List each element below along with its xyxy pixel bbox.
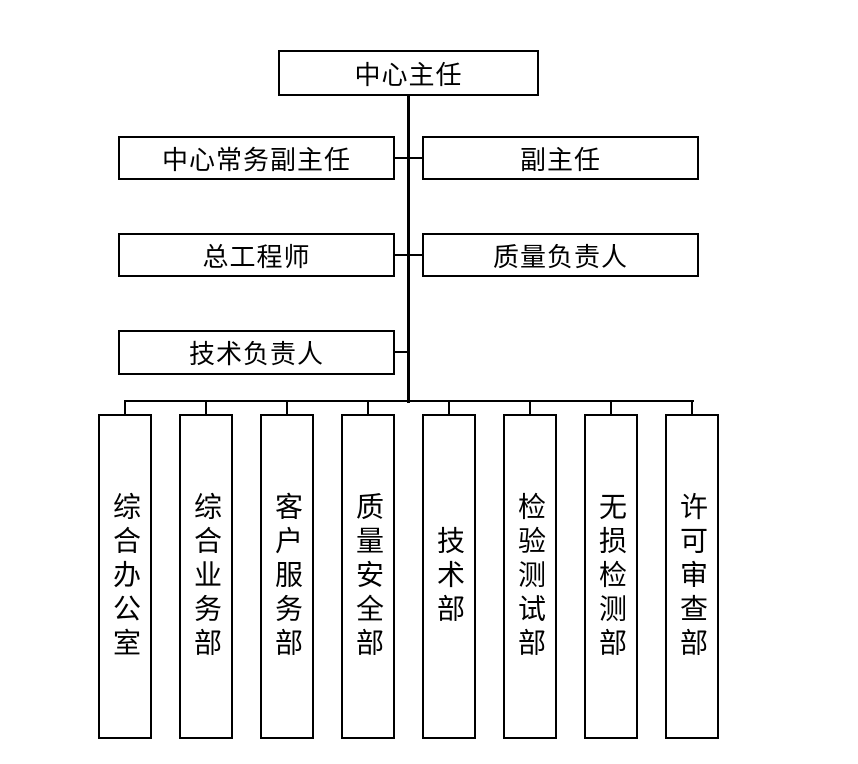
node-label: 中心主任 [354, 60, 463, 91]
connector-deputy-left-3 [394, 351, 408, 353]
dept-nondestructive-testing: 无损检测部 [584, 414, 638, 739]
dept-label: 技术部 [433, 525, 466, 628]
dept-general-office: 综合办公室 [98, 414, 152, 739]
node-center-director: 中心主任 [278, 50, 539, 96]
node-label: 技术负责人 [188, 340, 324, 370]
drop-line-2 [205, 400, 207, 416]
node-quality-manager: 质量负责人 [422, 233, 699, 277]
dept-inspection-testing: 检验测试部 [503, 414, 557, 739]
dept-quality-safety: 质量安全部 [341, 414, 395, 739]
dept-general-business: 综合业务部 [179, 414, 233, 739]
dept-label: 综合业务部 [190, 491, 223, 662]
node-label: 总工程师 [202, 242, 311, 273]
dept-label: 检验测试部 [514, 491, 547, 662]
drop-line-5 [448, 400, 450, 416]
node-label: 中心常务副主任 [161, 145, 351, 176]
dept-label: 综合办公室 [109, 491, 142, 662]
connector-deputy-right-1 [409, 157, 423, 159]
dept-customer-service: 客户服务部 [260, 414, 314, 739]
drop-line-1 [124, 400, 126, 416]
connector-deputy-right-2 [409, 254, 423, 256]
dept-label: 质量安全部 [352, 491, 385, 662]
trunk-line [407, 94, 410, 403]
dept-label: 无损检测部 [595, 491, 628, 662]
node-chief-engineer: 总工程师 [118, 233, 395, 277]
drop-line-4 [367, 400, 369, 416]
drop-line-6 [529, 400, 531, 416]
department-bus-line [124, 400, 694, 402]
dept-technology: 技术部 [422, 414, 476, 739]
dept-license-review: 许可审查部 [665, 414, 719, 739]
drop-line-8 [691, 400, 693, 416]
node-executive-deputy-director: 中心常务副主任 [118, 136, 395, 180]
dept-label: 客户服务部 [271, 491, 304, 662]
node-deputy-director: 副主任 [422, 136, 699, 180]
connector-deputy-left-2 [394, 254, 408, 256]
node-technical-manager: 技术负责人 [118, 330, 395, 375]
node-label: 副主任 [519, 145, 601, 176]
drop-line-7 [610, 400, 612, 416]
dept-label: 许可审查部 [676, 491, 709, 662]
node-label: 质量负责人 [492, 242, 628, 273]
connector-deputy-left-1 [394, 157, 408, 159]
drop-line-3 [286, 400, 288, 416]
